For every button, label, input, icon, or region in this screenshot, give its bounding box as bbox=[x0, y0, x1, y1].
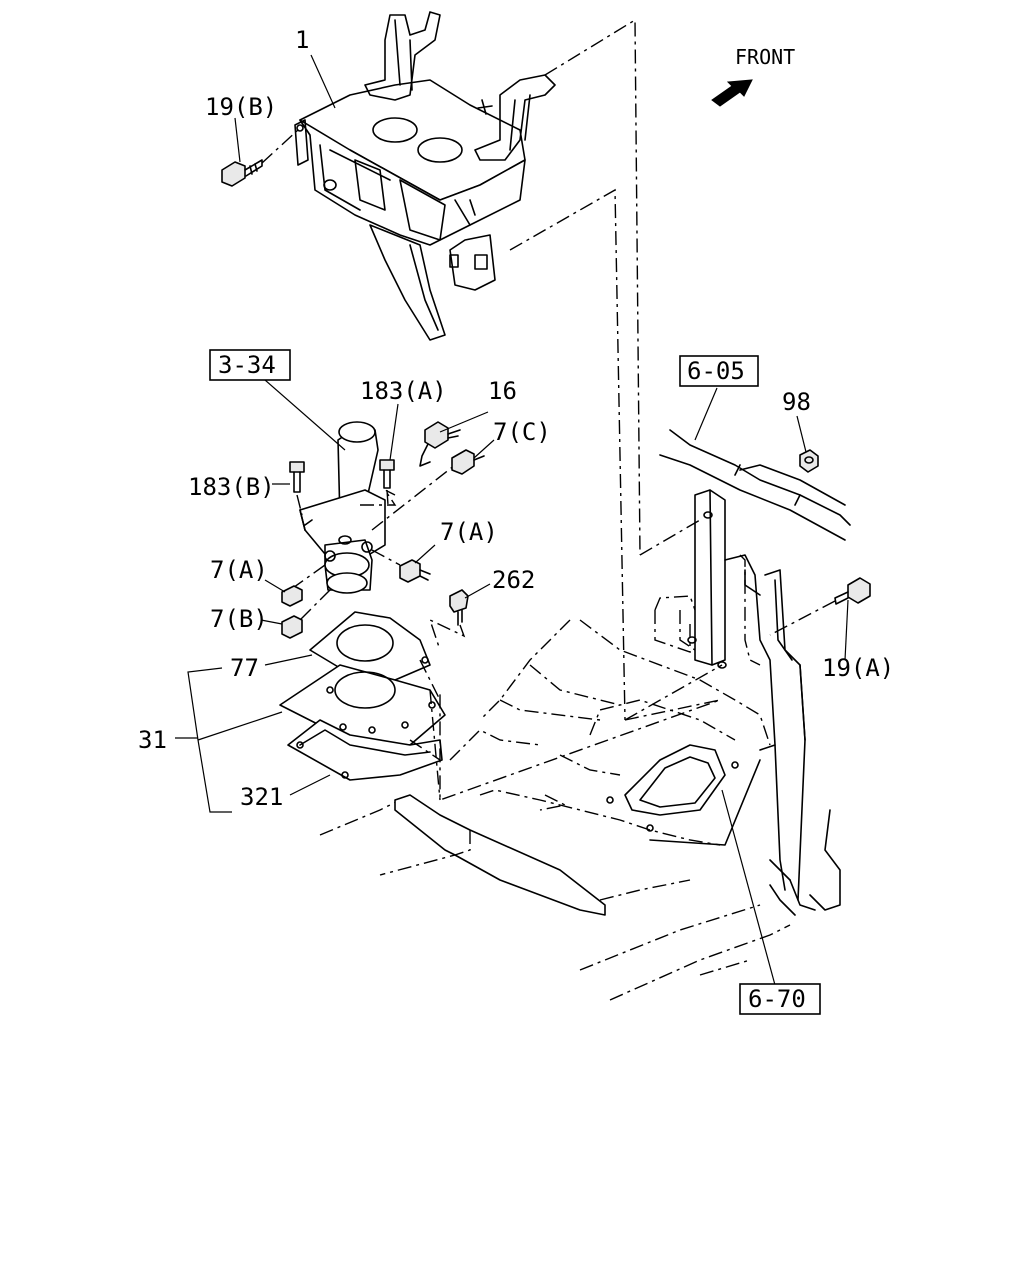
label-part-7c: 7(C) bbox=[493, 418, 551, 446]
fitting-7c bbox=[451, 449, 485, 475]
leader-lines bbox=[419, 18, 723, 801]
label-part-7a-left: 7(A) bbox=[210, 556, 268, 584]
label-part-16: 16 bbox=[488, 377, 517, 405]
label-part-19a: 19(A) bbox=[822, 654, 894, 682]
part-labels: 1 19(B) 3-34 183(A) 16 7(C) 183(B) 7(A) … bbox=[138, 26, 894, 1015]
bolt-262 bbox=[428, 589, 469, 651]
label-part-98: 98 bbox=[782, 388, 811, 416]
ref-box-3-34 bbox=[209, 349, 291, 381]
label-part-321: 321 bbox=[240, 783, 283, 811]
label-part-262: 262 bbox=[492, 566, 535, 594]
fitting-7a-left bbox=[281, 585, 303, 607]
nut-98 bbox=[799, 449, 819, 473]
bolt-19b bbox=[221, 129, 299, 187]
front-arrow-icon bbox=[711, 79, 753, 107]
label-ref-6-05[interactable]: 6-05 bbox=[687, 357, 745, 385]
front-indicator: FRONT bbox=[711, 45, 795, 107]
gasket-321 bbox=[287, 719, 443, 781]
fitting-7b bbox=[281, 615, 303, 639]
label-part-183a: 183(A) bbox=[360, 377, 447, 405]
ref-box-6-05 bbox=[679, 355, 759, 387]
bolt-183a bbox=[379, 459, 395, 506]
switch-16 bbox=[419, 421, 461, 467]
bracket-assembly bbox=[294, 11, 556, 341]
label-part-7a-right: 7(A) bbox=[440, 518, 498, 546]
label-part-19b: 19(B) bbox=[205, 93, 277, 121]
label-ref-6-70[interactable]: 6-70 bbox=[748, 985, 806, 1013]
front-label: FRONT bbox=[735, 45, 795, 69]
label-part-7b: 7(B) bbox=[210, 605, 268, 633]
floor-structure bbox=[319, 429, 871, 1001]
gasket-77 bbox=[309, 611, 431, 681]
label-ref-3-34[interactable]: 3-34 bbox=[218, 351, 276, 379]
fitting-7a-right bbox=[399, 559, 431, 583]
label-part-183b: 183(B) bbox=[188, 473, 275, 501]
bolt-19a bbox=[769, 577, 871, 636]
label-part-1: 1 bbox=[295, 26, 309, 54]
label-part-77: 77 bbox=[230, 654, 259, 682]
ref-box-6-70 bbox=[739, 983, 821, 1015]
callout-leaders bbox=[175, 54, 849, 986]
brake-valve-assembly bbox=[289, 421, 456, 621]
label-part-31: 31 bbox=[138, 726, 167, 754]
bolt-183b bbox=[289, 461, 305, 516]
